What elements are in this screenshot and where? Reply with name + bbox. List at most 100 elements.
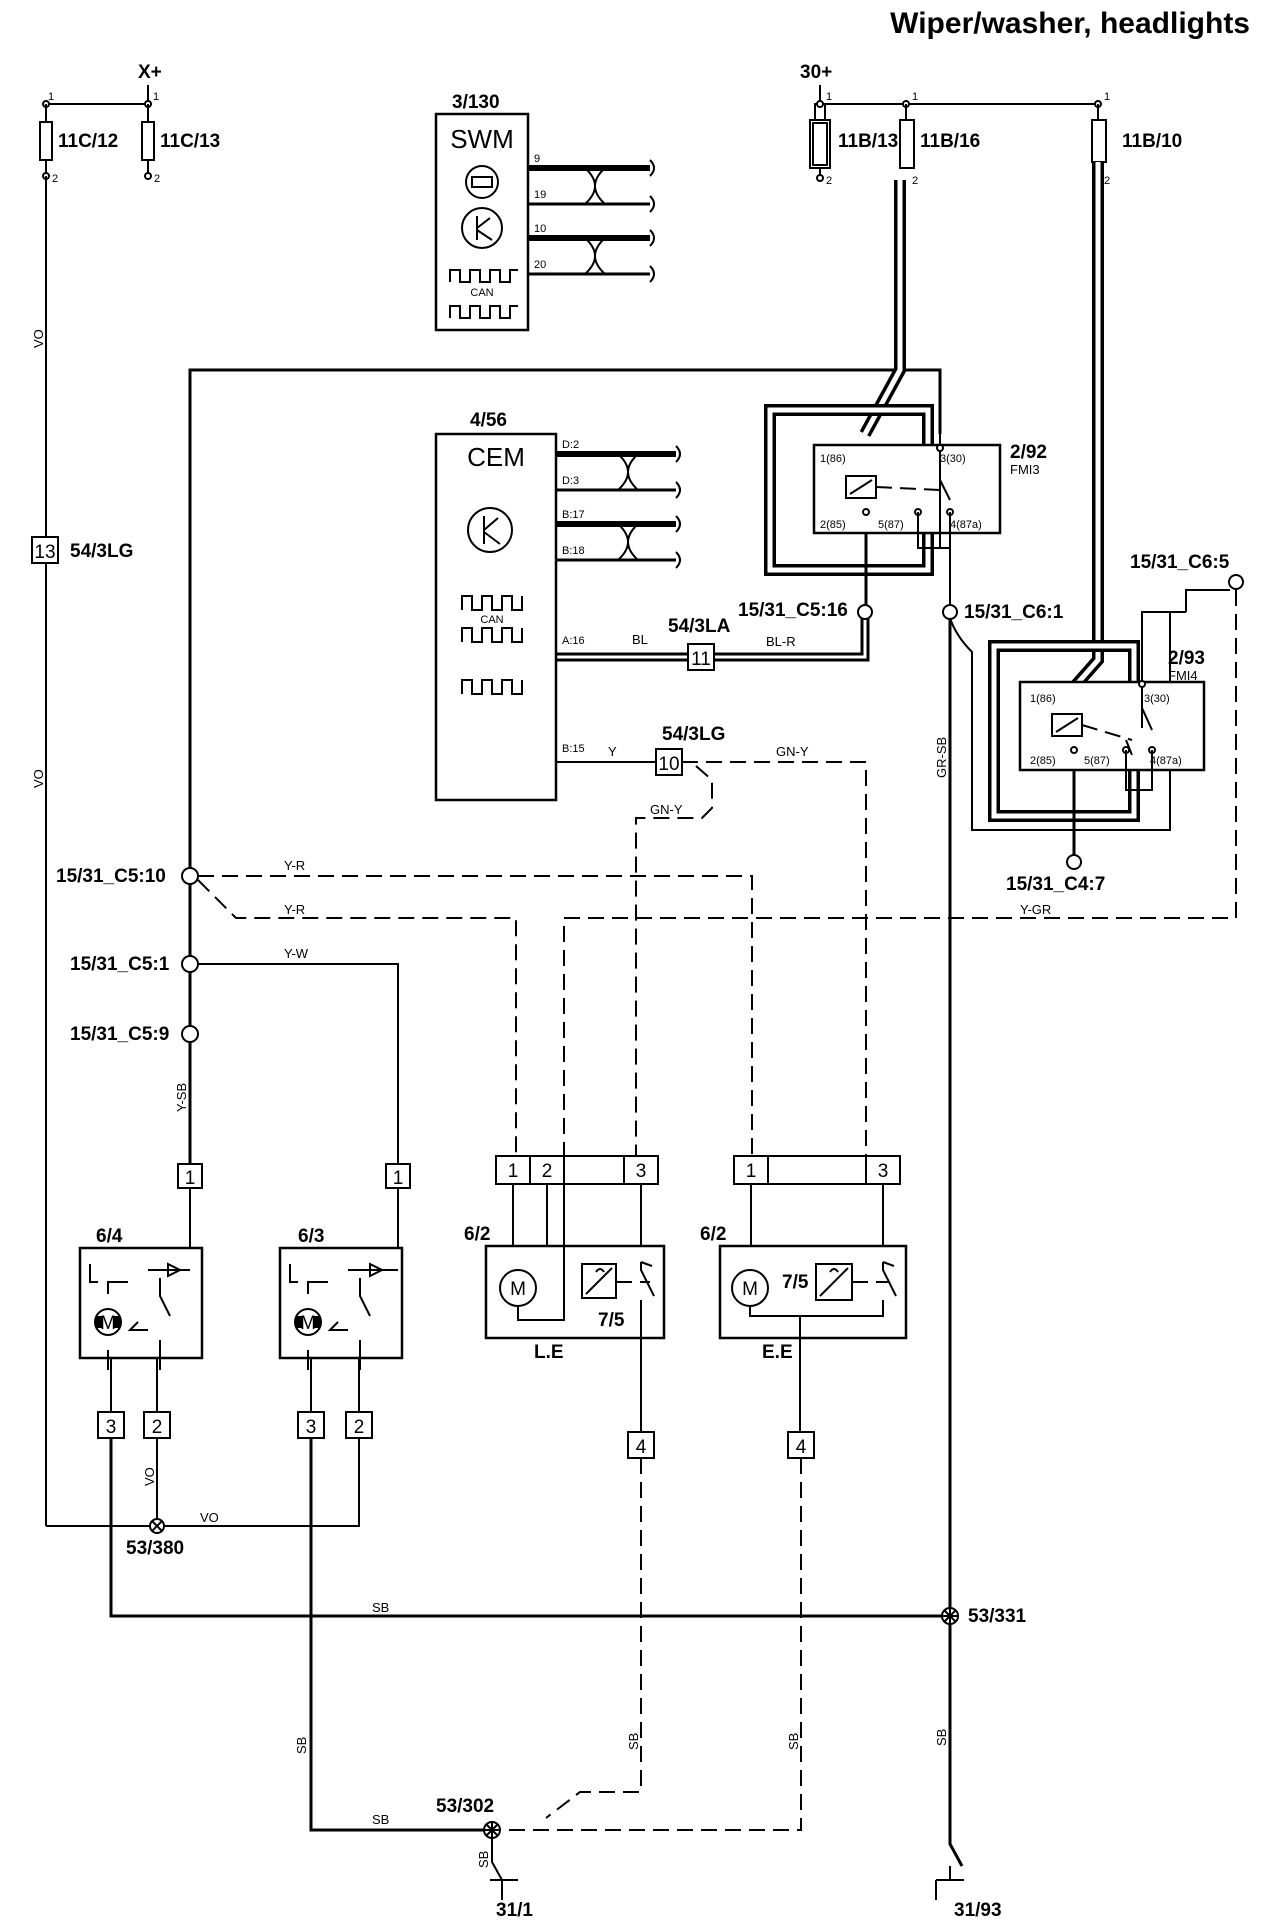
pin-label: 9	[534, 153, 540, 165]
connector-node	[181, 1025, 199, 1043]
pin-label: 5(87)	[1084, 755, 1110, 767]
terminal-number: 1	[746, 1161, 757, 1182]
pin-label: 5(87)	[878, 519, 904, 531]
washer-le-box	[484, 1244, 666, 1340]
pin-label: 1(86)	[820, 453, 846, 465]
pin-label: 1(86)	[1030, 693, 1056, 705]
connector-label: 15/31_C5:16	[738, 600, 848, 621]
wire-color: SB	[786, 1733, 801, 1750]
terminal-number: 3	[878, 1161, 889, 1182]
motor-letter: M	[100, 1313, 116, 1334]
component-label: 6/2	[464, 1224, 490, 1245]
wire-color: SB	[626, 1733, 641, 1750]
terminal-number: 2	[354, 1417, 365, 1438]
c5-connectors: 15/31_C5:10 15/31_C5:1 15/31_C5:9 Y-SB Y…	[56, 858, 753, 1164]
ground-points: 53/331 SB 31/93 53/302 SB 31/1	[436, 1606, 1027, 1921]
relay-id: 2/93	[1168, 648, 1205, 669]
fuse-label: 11C/13	[160, 131, 220, 152]
ground-label: 31/1	[496, 1900, 533, 1921]
twisted-pair-icon	[617, 523, 639, 561]
square-wave-icon	[461, 679, 523, 695]
fuse-group-30: 30+ 1 1 1 2 2 2 11B/13 11B/16 11B/10	[800, 62, 1182, 187]
pin-label: B:17	[562, 509, 585, 521]
relay-2-92: 2/92 FMI3 1(86) 3(30) 2(85) 5(87) 4(87a)…	[764, 180, 1171, 1867]
fuse-11b13-inner	[812, 122, 828, 166]
square-wave-icon	[449, 269, 518, 283]
b30-label: 30+	[800, 62, 832, 83]
relay-id: 2/92	[1010, 442, 1047, 463]
motor-6-4: 1 6/4 M	[78, 1163, 204, 1370]
washer-ee-box	[718, 1244, 908, 1340]
cem-box	[434, 432, 558, 802]
connector-label: 54/3LG	[662, 724, 725, 745]
break-mark-icon	[649, 159, 655, 283]
connector-label: 54/3LG	[70, 541, 133, 562]
swm-module: 3/130 SWM CAN	[434, 92, 530, 332]
wire-color: SB	[934, 1729, 949, 1746]
component-label: 6/4	[96, 1226, 123, 1247]
connector-label: 15/31_C4:7	[1006, 874, 1105, 895]
fuse-11b10	[1091, 119, 1107, 163]
terminal-number: 11	[691, 649, 711, 670]
pin-label: 3(30)	[1144, 693, 1170, 705]
diagram-title: Wiper/washer, headlights	[890, 7, 1250, 40]
square-wave-icon	[461, 627, 523, 643]
connector-label: 15/31_C5:10	[56, 866, 166, 887]
wire-color: SB	[372, 1812, 389, 1827]
pin-label: D:2	[562, 439, 579, 451]
wire-color: Y-SB	[174, 1083, 189, 1112]
terminal-number: 4	[796, 1437, 807, 1458]
terminal-box	[687, 643, 715, 671]
terminal-box	[767, 1155, 867, 1185]
motor-terminals-lower: 3 2 3 2 VO VO 53/380 SB SB SB	[46, 1358, 950, 1832]
bulb-icon	[465, 165, 499, 199]
connector-node	[857, 604, 873, 620]
terminal-box	[787, 1431, 815, 1459]
pin-label: B:18	[562, 545, 585, 557]
pin-label: 2	[52, 173, 58, 185]
connector-node	[181, 867, 199, 885]
wire-b15: B:15 Y 10 54/3LG GN-Y GN-Y	[556, 724, 867, 1156]
component-label: 6/3	[298, 1226, 324, 1247]
fuse-group-xplus: X+ 1 1 2 2 11C/12 11C/13	[39, 62, 220, 185]
pin-label: 10	[534, 223, 546, 235]
connector-node	[181, 955, 199, 973]
twisted-pair-icon	[617, 453, 639, 491]
twisted-pair-icon	[584, 237, 606, 275]
pin-label: 2(85)	[1030, 755, 1056, 767]
motor-icon	[94, 1308, 122, 1336]
transistor-icon	[461, 207, 503, 249]
pin-label: 4(87a)	[950, 519, 982, 531]
wire-color: VO	[142, 1467, 157, 1486]
cem-module: 4/56 CEM CAN	[434, 410, 558, 802]
wire-color: Y-W	[284, 946, 309, 961]
terminal-number: 10	[658, 754, 679, 775]
wire-color: Y-R	[284, 858, 305, 873]
wire-a16: A:16 11 54/3LA BL BL-R 15/31_C5:16	[556, 600, 873, 671]
transistor-icon-symbol	[476, 216, 493, 241]
pin-label: 2	[912, 175, 918, 187]
pin-label: A:16	[562, 635, 585, 647]
wire-color: VO	[31, 329, 46, 348]
pin-label: 2(85)	[820, 519, 846, 531]
fuse-label: 11C/12	[58, 131, 118, 152]
pin-label: 2	[154, 173, 160, 185]
connector-node	[942, 604, 958, 620]
break-mark-icon	[675, 445, 681, 569]
terminal-box	[563, 1155, 625, 1185]
wire-color: Y-R	[284, 902, 305, 917]
pin-label: 20	[534, 259, 546, 271]
wire-color: VO	[31, 769, 46, 788]
pin-label: 1	[912, 91, 918, 103]
relay-type: FMI3	[1010, 462, 1040, 477]
xplus-label: X+	[138, 62, 162, 83]
vo-feed: VO VO 13 54/3LG	[31, 176, 133, 1526]
terminal-number: 1	[185, 1168, 196, 1189]
pin-label: 1	[826, 91, 832, 103]
cem-bus: D:2 D:3 B:17 B:18	[556, 439, 681, 569]
cem-name: CEM	[467, 442, 525, 472]
transistor-icon-symbol	[483, 516, 501, 545]
relay2-box	[1018, 680, 1206, 772]
connector-label: 54/3LA	[668, 616, 731, 637]
